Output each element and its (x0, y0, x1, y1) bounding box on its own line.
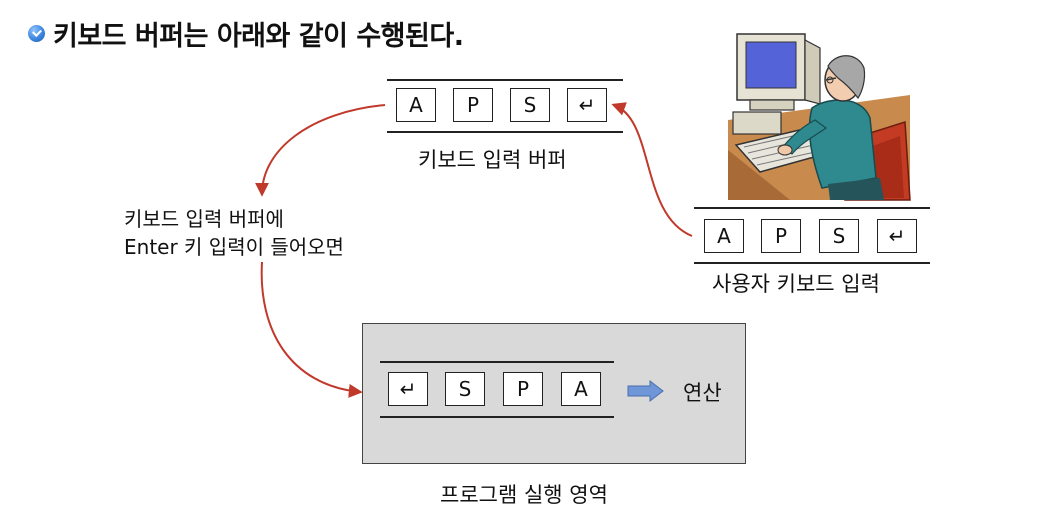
input-top-rule (694, 207, 930, 209)
program-key-cell: ↵ (388, 372, 428, 406)
program-buffer-top-rule (380, 361, 614, 363)
person-at-computer-icon (728, 30, 911, 202)
program-buffer-bottom-rule (380, 416, 614, 418)
input-key-cell: S (819, 219, 859, 253)
input-key-cell: P (761, 219, 801, 253)
title-text: 키보드 버퍼는 아래와 같이 수행된다. (53, 21, 464, 52)
program-key-cell: P (503, 372, 543, 406)
block-arrow-icon (627, 379, 664, 403)
buffer-key-cell: ↵ (567, 88, 607, 122)
program-key-cell: A (561, 372, 601, 406)
condition-text-line2: Enter 키 입력이 들어오면 (124, 235, 344, 259)
buffer-key-cell: P (453, 88, 493, 122)
program-area-label: 프로그램 실행 영역 (440, 483, 608, 507)
buffer-top-rule (387, 79, 623, 81)
input-key-cell: ↵ (877, 219, 917, 253)
buffer-to-condition-arrow (255, 104, 386, 197)
buffer-key-cell: A (396, 88, 436, 122)
page-title: 키보드 버퍼는 아래와 같이 수행된다. (28, 14, 464, 53)
program-key-cell: S (445, 372, 485, 406)
condition-text-line1: 키보드 입력 버퍼에 (124, 207, 284, 231)
input-to-buffer-arrow (611, 102, 693, 237)
buffer-bottom-rule (387, 131, 623, 133)
operation-label: 연산 (683, 381, 722, 405)
buffer-key-cell: S (510, 88, 550, 122)
checkmark-circle-icon (28, 25, 45, 42)
input-key-cell: A (704, 219, 744, 253)
condition-to-program-arrow (260, 261, 363, 398)
user-input-label: 사용자 키보드 입력 (712, 272, 880, 296)
keyboard-buffer-label: 키보드 입력 버퍼 (418, 148, 567, 172)
input-bottom-rule (694, 262, 930, 264)
